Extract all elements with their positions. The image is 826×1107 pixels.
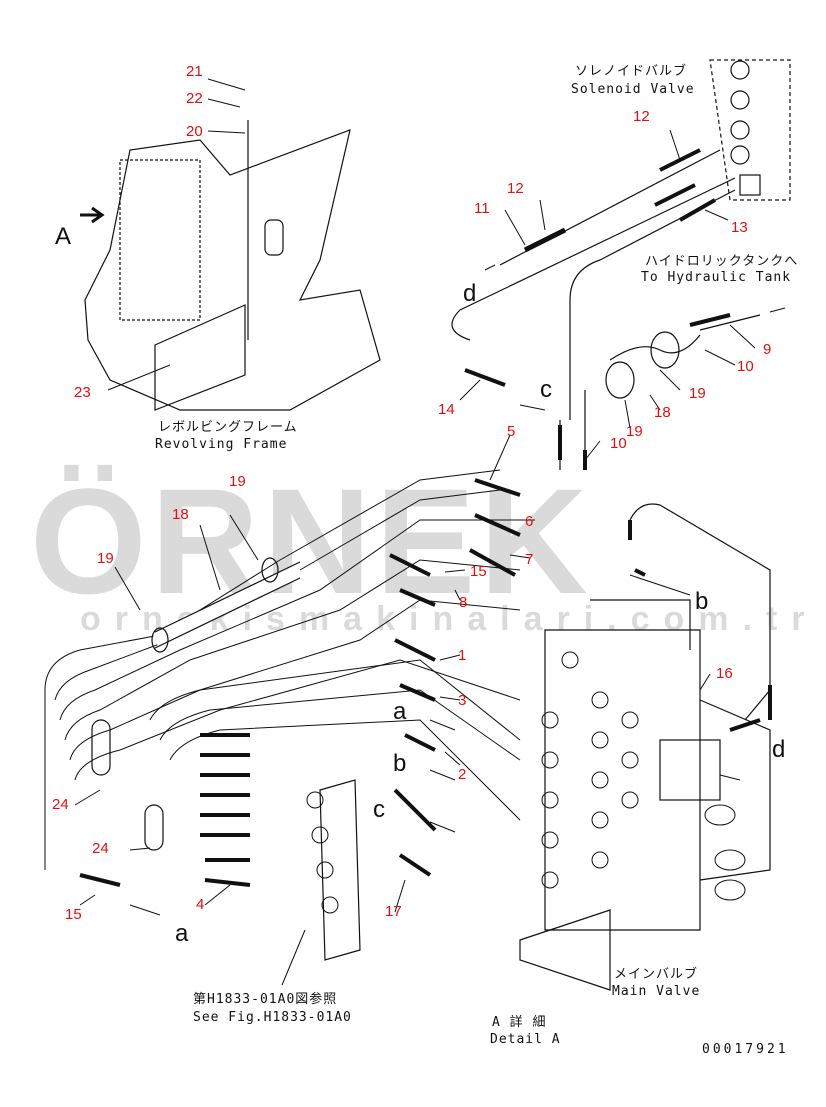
leader-lines [74,78,786,986]
revolving-frame-caption-en: Revolving Frame [155,437,288,452]
solenoid-valve-caption-en: Solenoid Valve [571,82,695,97]
part-number: 15 [470,563,487,580]
part-number: 12 [507,180,524,197]
part-number: 19 [97,550,114,567]
see-figure-caption-en: See Fig.H1833-01A0 [193,1010,352,1025]
part-number: 16 [716,665,733,682]
view-letter-d: d [772,736,786,763]
part-number: 6 [525,513,534,530]
view-letter-a: a [175,920,189,947]
part-number: 22 [186,90,203,107]
part-number: 1 [458,647,467,664]
part-number: 5 [507,423,516,440]
part-number: 10 [737,358,754,375]
overview-machine-drawing [80,120,381,411]
part-number: 19 [626,423,643,440]
part-number: 18 [172,506,189,523]
solenoid-valve-caption-jp: ソレノイドバルブ [575,64,688,79]
detail-a-caption-en: Detail A [490,1032,561,1047]
hydraulic-tank-caption-jp: ハイドロリックタンクへ [645,254,799,269]
part-number: 7 [525,551,534,568]
part-number: 9 [763,341,772,358]
view-letter-d: d [463,280,477,307]
part-number: 15 [65,906,82,923]
part-number: 18 [654,404,671,421]
part-number: 24 [92,840,109,857]
see-figure-caption-jp: 第H1833-01A0図参照 [193,992,338,1007]
view-letter-b: b [695,588,709,615]
view-letter-c: c [373,796,385,823]
part-number: 23 [74,384,91,401]
view-letter-b: b [393,750,407,777]
part-number: 3 [458,692,467,709]
view-letter-a: a [393,698,407,725]
main-valve-caption-en: Main Valve [612,984,701,999]
part-number: 19 [689,385,706,402]
part-number: 20 [186,123,203,140]
part-number: 11 [474,200,490,217]
revolving-frame-caption-jp: レボルビングフレーム [158,420,298,435]
solenoid-valve-drawing [709,59,791,201]
part-number: 12 [633,108,650,125]
part-number: 13 [731,219,748,236]
main-valve-drawing [519,503,771,991]
view-letter-c: c [540,376,552,403]
part-number: 19 [229,473,246,490]
part-number: 14 [438,401,455,418]
view-letter-A: A [55,223,72,250]
part-number: 4 [196,896,205,913]
part-number: 8 [459,594,468,611]
part-number: 17 [385,903,402,920]
hydraulic-tank-caption-en: To Hydraulic Tank [641,270,792,285]
part-number: 10 [610,435,627,452]
hose-bundle [44,469,521,870]
detail-a-caption-jp: A 詳 細 [492,1015,547,1030]
part-number: 24 [52,796,69,813]
part-number: 21 [186,63,203,80]
main-valve-caption-jp: メインバルブ [614,967,699,982]
drawing-number: 00017921 [702,1042,789,1057]
part-number: 2 [458,766,467,783]
